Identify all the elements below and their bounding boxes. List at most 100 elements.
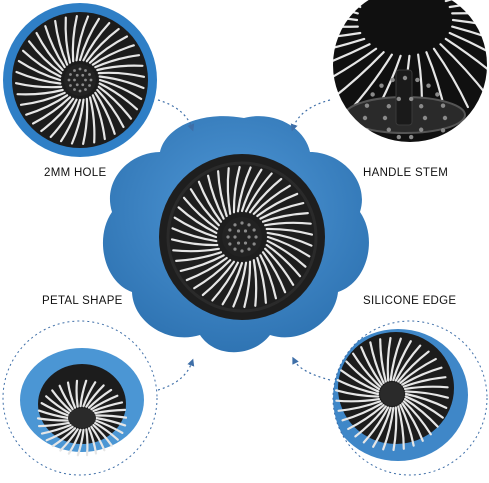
drain-hole bbox=[236, 229, 241, 233]
strainer-spoke bbox=[401, 402, 424, 442]
strainer-spoke bbox=[94, 414, 128, 419]
strainer-spoke bbox=[404, 390, 449, 399]
arrow-bottom-right bbox=[292, 356, 331, 381]
strainer-spoke bbox=[236, 166, 252, 213]
strainer-spoke bbox=[75, 379, 79, 408]
strainer-spoke bbox=[207, 174, 225, 220]
strainer-spoke bbox=[362, 406, 390, 444]
strainer-spoke bbox=[332, 43, 371, 77]
drain-hole bbox=[415, 77, 420, 83]
drain-hole bbox=[386, 127, 392, 132]
drain-hole bbox=[75, 83, 79, 87]
strainer-spoke bbox=[403, 397, 439, 428]
strainer-spoke bbox=[97, 85, 133, 120]
strainer-spoke bbox=[82, 97, 89, 146]
petal-view-spokes bbox=[36, 379, 128, 457]
strainer-spoke bbox=[85, 27, 120, 63]
strainer-spoke bbox=[175, 251, 223, 262]
strainer-spoke bbox=[332, 4, 359, 22]
strainer-spoke bbox=[232, 261, 248, 308]
strainer-spoke bbox=[71, 14, 78, 63]
strainer-spoke bbox=[93, 408, 127, 415]
drain-hole bbox=[402, 75, 408, 81]
strainer-spoke bbox=[25, 94, 69, 116]
drain-hole bbox=[236, 241, 241, 245]
strainer-spoke bbox=[392, 340, 412, 382]
drain-hole bbox=[396, 134, 402, 140]
drain-hole bbox=[418, 104, 424, 109]
strainer-spoke bbox=[70, 98, 85, 145]
label-petal-shape: PETAL SHAPE bbox=[42, 295, 123, 307]
strainer-spoke bbox=[264, 221, 312, 227]
detail-petal-shape bbox=[3, 321, 157, 475]
drain-hole bbox=[88, 73, 91, 76]
strainer-spoke bbox=[193, 259, 232, 290]
drain-hole bbox=[69, 84, 72, 87]
arrow-top-right bbox=[290, 99, 331, 132]
drain-hole bbox=[243, 241, 248, 245]
strainer-spoke bbox=[240, 168, 263, 213]
strainer-spoke bbox=[45, 395, 71, 415]
basket-hub bbox=[222, 217, 262, 257]
strainer-spoke bbox=[217, 170, 228, 218]
strainer-spoke bbox=[17, 59, 62, 82]
strainer-spoke bbox=[244, 172, 273, 213]
strainer-spoke bbox=[78, 17, 101, 62]
strainer-spoke bbox=[90, 425, 106, 452]
drain-hole bbox=[84, 78, 87, 82]
strainer-spoke bbox=[379, 338, 387, 383]
drain-hole bbox=[73, 78, 76, 82]
strainer-spoke bbox=[394, 344, 422, 382]
connector-arrows bbox=[157, 99, 331, 391]
strainer-spoke bbox=[91, 94, 106, 141]
strainer-spoke bbox=[399, 404, 415, 447]
strainer-spoke bbox=[332, 0, 366, 3]
drain-hole bbox=[422, 115, 428, 121]
drain-hole bbox=[73, 69, 76, 72]
strainer-spoke bbox=[31, 96, 72, 125]
strainer-spoke bbox=[96, 64, 144, 72]
strainer-spoke bbox=[332, 47, 378, 91]
strainer-spoke bbox=[76, 428, 85, 457]
strainer-spoke bbox=[451, 12, 488, 18]
drain-hole bbox=[226, 235, 230, 239]
strainer-spoke bbox=[397, 350, 430, 383]
strainer-spoke bbox=[340, 369, 380, 393]
drain-hole bbox=[69, 73, 72, 76]
drain-hole bbox=[390, 154, 394, 158]
strainer-spoke bbox=[232, 165, 241, 214]
strainer-spoke bbox=[389, 337, 402, 382]
strainer-spoke bbox=[59, 428, 79, 452]
strainer-spoke bbox=[265, 243, 302, 278]
drain-hole bbox=[408, 96, 414, 102]
drain-hole bbox=[233, 247, 237, 251]
strainer-spoke bbox=[382, 406, 395, 451]
strainer-spoke bbox=[185, 256, 228, 282]
strainer-spoke bbox=[92, 401, 124, 413]
strainer-spoke bbox=[98, 78, 143, 101]
strainer-spoke bbox=[266, 231, 313, 247]
hole-view-spokes bbox=[14, 14, 146, 146]
strainer-spoke bbox=[451, 18, 488, 36]
strainer-spoke bbox=[85, 428, 89, 457]
strainer-spoke bbox=[221, 261, 244, 306]
strainer-spoke bbox=[360, 346, 383, 386]
drain-hole bbox=[435, 92, 440, 97]
drain-hole bbox=[386, 104, 392, 109]
basket-spokes bbox=[170, 165, 314, 309]
drain-hole bbox=[233, 223, 237, 227]
drain-hole bbox=[228, 242, 232, 246]
detail-silicone-edge bbox=[333, 321, 487, 475]
strainer-spoke bbox=[226, 167, 232, 215]
strainer-spoke bbox=[98, 82, 139, 111]
strainer-spoke bbox=[402, 400, 432, 436]
strainer-spoke bbox=[432, 47, 470, 109]
center-strainer bbox=[102, 116, 369, 353]
drain-hole bbox=[81, 83, 85, 87]
strainer-spoke bbox=[27, 40, 63, 75]
strainer-spoke bbox=[172, 247, 220, 253]
drain-hole bbox=[78, 67, 82, 71]
strainer-spoke bbox=[386, 336, 392, 382]
strainer-spoke bbox=[21, 49, 62, 78]
strainer-spoke bbox=[337, 400, 382, 412]
